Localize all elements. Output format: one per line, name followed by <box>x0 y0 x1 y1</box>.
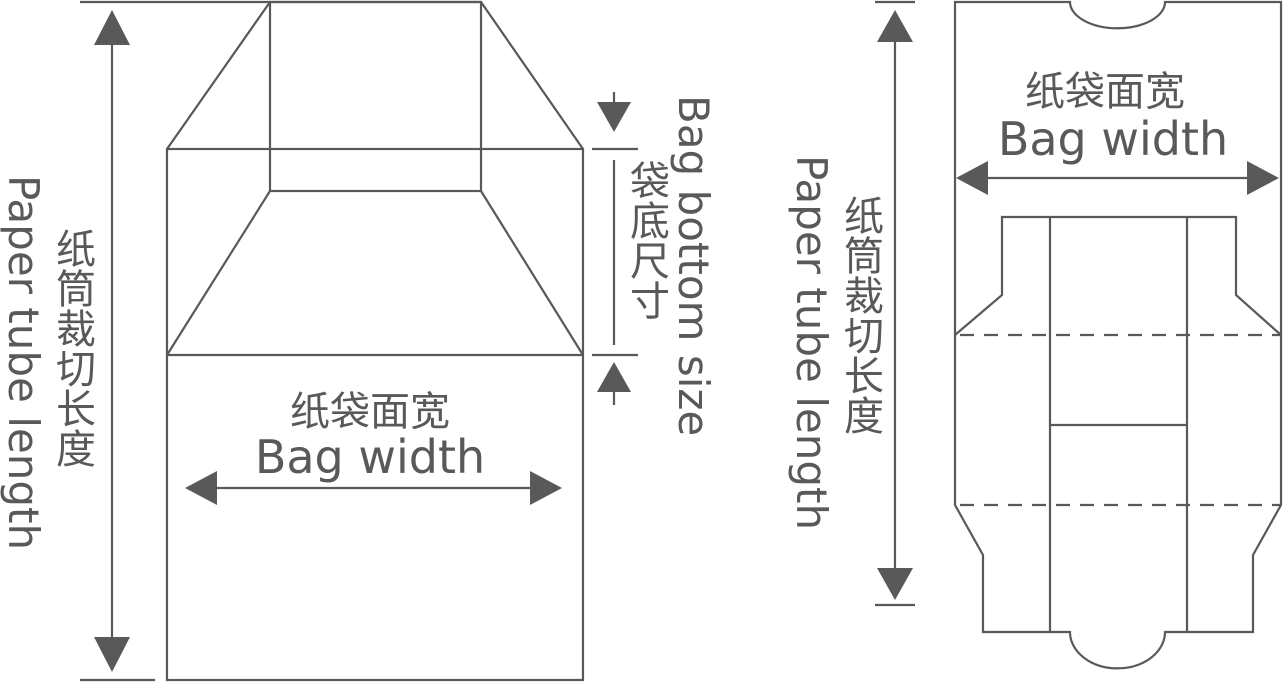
left-width-en: Bag width <box>254 430 486 484</box>
bottom-size-arrow <box>592 92 638 405</box>
right-tube-length-en: Paper tube length <box>787 155 836 531</box>
left-width-cn: 纸袋面宽 <box>290 389 450 435</box>
right-width-en: Bag width <box>997 112 1229 166</box>
right-bag-outline <box>953 0 1283 670</box>
right-width-cn: 纸袋面宽 <box>1025 69 1185 115</box>
left-tube-length-cn: 纸筒裁切长度 <box>49 228 95 468</box>
right-tube-length-cn: 纸筒裁切长度 <box>837 195 883 435</box>
bottom-size-cn: 袋底尺寸 <box>623 160 669 320</box>
left-width-arrow <box>185 471 562 505</box>
left-bag-outline <box>165 0 585 682</box>
bottom-size-en: Bag bottom size <box>669 95 718 437</box>
left-tube-length-en: Paper tube length <box>0 175 48 551</box>
right-width-arrow <box>956 161 1279 195</box>
left-tube-length-arrow <box>80 0 270 682</box>
right-tube-length-arrow <box>875 0 915 607</box>
